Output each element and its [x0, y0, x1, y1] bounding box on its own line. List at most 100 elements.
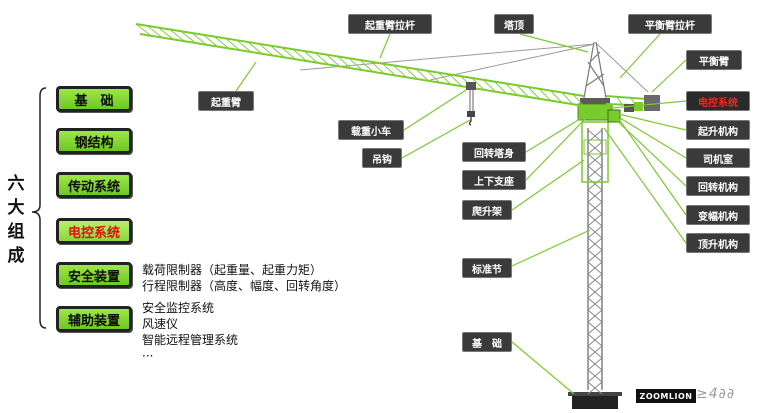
jib-brace: [314, 52, 329, 65]
mast-brace: [587, 261, 603, 275]
leader-line: [401, 119, 471, 159]
jib-brace: [191, 32, 207, 46]
leader-line: [619, 33, 661, 79]
mast-brace: [587, 213, 603, 227]
leader-line: [603, 127, 687, 244]
foundation-block: [572, 395, 618, 409]
label-luffing-mechanism: 变幅机构: [686, 205, 750, 225]
jib-brace: [449, 74, 463, 87]
six-components-title: 六 大 组 成: [6, 172, 26, 268]
jib-brace: [404, 66, 418, 80]
jib-brace: [438, 72, 452, 85]
label-mast-section: 标准节: [462, 258, 512, 278]
mast-brace: [587, 345, 603, 359]
mast-brace: [587, 381, 603, 395]
mast-brace: [587, 141, 603, 155]
mast-brace: [587, 237, 603, 251]
auxiliary-devices-list: 安全监控系统 风速仪 智能远程管理系统 ···: [142, 300, 238, 364]
mast-brace: [587, 177, 603, 191]
label-slewing-support: 上下支座: [462, 170, 526, 190]
mast-brace: [587, 321, 603, 335]
leader-line: [619, 117, 687, 159]
leader-line: [511, 341, 575, 395]
jib-brace: [348, 57, 363, 71]
leader-line: [525, 117, 587, 181]
label-counter-jib-tie: 平衡臂拉杆: [628, 14, 712, 34]
label-counter-jib: 平衡臂: [686, 50, 742, 70]
trolley-shape: [466, 82, 476, 90]
mast-brace: [587, 309, 603, 323]
jib-brace: [247, 41, 263, 55]
climbing-frame-shape: [581, 121, 609, 183]
leader-line: [235, 61, 257, 92]
jib-brace: [158, 27, 174, 40]
mast-brace: [587, 357, 603, 371]
label-cab: 司机室: [686, 148, 750, 168]
brand-logo: ZOOMLION: [636, 389, 696, 403]
jib-brace: [415, 68, 429, 82]
jib-brace: [292, 48, 307, 62]
aux-line: ···: [142, 349, 154, 363]
leader-line: [379, 33, 391, 59]
jib-brace: [471, 77, 485, 91]
jib-brace: [303, 50, 318, 64]
label-slewing-mechanism: 回转机构: [686, 176, 750, 196]
title-char: 成: [7, 246, 25, 266]
tower-top-shape: [583, 41, 607, 99]
leader-line: [609, 111, 687, 131]
jib-brace: [202, 34, 218, 47]
jib-brace: [572, 93, 585, 107]
leader-line: [511, 159, 585, 211]
mast-brace: [587, 225, 603, 239]
label-jib: 起重臂: [198, 91, 254, 111]
jib-brace: [281, 47, 296, 60]
jib-brace: [169, 29, 185, 42]
jib-brace: [146, 25, 163, 38]
operator-cab-shape: [607, 109, 621, 123]
jib-brace: [326, 54, 341, 67]
aux-line: 智能远程管理系统: [142, 333, 239, 347]
title-char: 六: [7, 174, 25, 194]
jib-brace: [337, 56, 352, 69]
mast-brace: [587, 153, 603, 167]
jib-brace: [214, 36, 230, 49]
jib-brace: [382, 63, 396, 76]
leader-line: [511, 229, 591, 267]
leader-line: [403, 89, 467, 131]
jib-brace: [538, 88, 552, 101]
mast-brace: [587, 249, 603, 263]
hook-block-shape: [467, 111, 475, 117]
label-jacking-mechanism: 顶升机构: [686, 233, 750, 253]
jib-brace: [516, 84, 529, 98]
aux-line: 安全监控系统: [142, 301, 215, 315]
jib-brace: [550, 90, 563, 103]
jib-brace: [482, 79, 496, 92]
mast-brace: [587, 189, 603, 203]
category-electric-control: 电控系统: [56, 218, 132, 244]
mast-brace: [587, 333, 603, 347]
leader-line: [525, 113, 589, 153]
model-mark: ≥4∂∂: [696, 386, 736, 402]
safety-line: 载荷限制器（起重量、起重力矩）: [142, 263, 323, 277]
mast-brace: [587, 201, 603, 215]
label-electric-control: 电控系统: [686, 91, 750, 111]
jib-brace: [225, 38, 241, 51]
jib-brace: [236, 39, 252, 53]
label-jib-tie: 起重臂拉杆: [348, 14, 432, 34]
tower-mast: [587, 128, 603, 395]
jib-brace: [258, 43, 274, 56]
aux-line: 风速仪: [142, 317, 179, 331]
counter-jib-tie-line: [596, 43, 649, 93]
label-tower-top: 塔顶: [494, 14, 534, 34]
jib-brace: [370, 61, 385, 74]
jib-brace: [505, 83, 518, 96]
title-char: 组: [7, 222, 25, 242]
label-trolley: 载重小车: [338, 120, 404, 140]
category-bracket: [31, 87, 47, 329]
category-drive-system: 传动系统: [56, 172, 132, 198]
mast-brace: [587, 285, 603, 299]
label-foundation: 基 础: [462, 332, 512, 352]
jib-brace: [359, 59, 374, 73]
